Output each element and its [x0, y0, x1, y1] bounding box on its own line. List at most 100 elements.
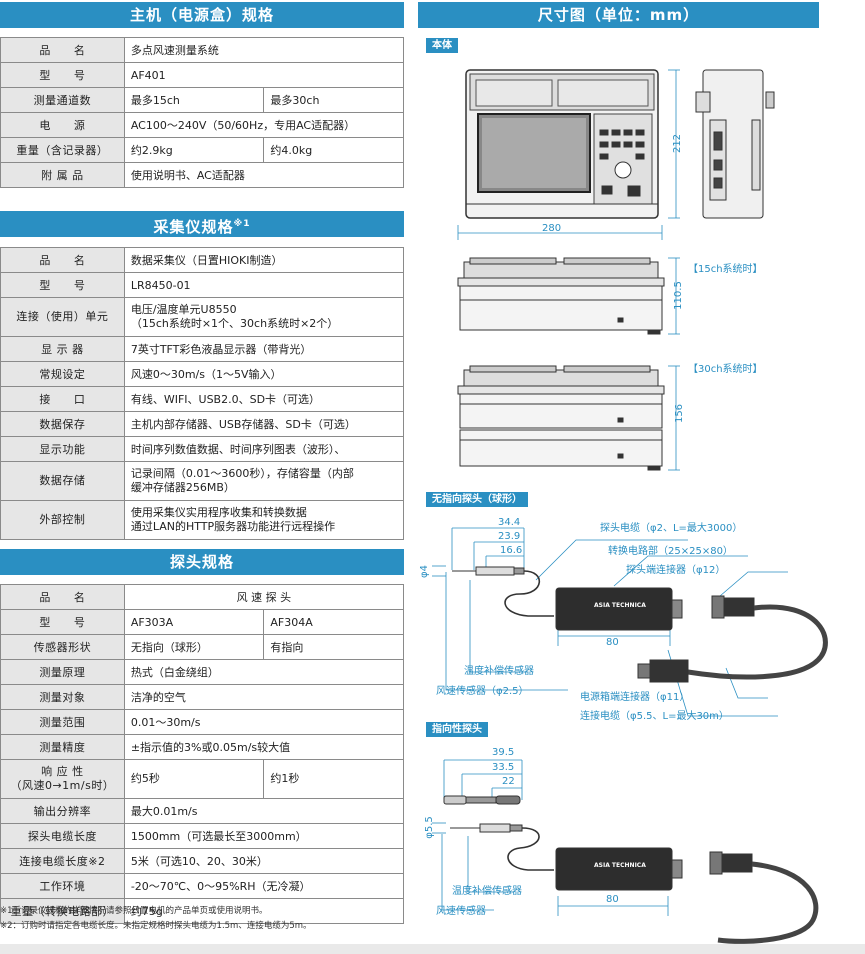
row-value: 有线、WIFI、USB2.0、SD卡（可选）: [123, 386, 405, 412]
row-value: AF303A: [123, 609, 265, 635]
h30-dimension-lines: [668, 365, 680, 471]
row-label: 测量范围: [0, 709, 125, 735]
row-label: 数据存储: [0, 461, 125, 501]
table-row: 测量精度±指示值的3%或0.05m/s较大值: [0, 734, 405, 760]
row-label: 测量原理: [0, 659, 125, 685]
dir-dim-2: 33.5: [492, 762, 515, 773]
row-value: 5米（可选10、20、30米）: [123, 848, 405, 874]
row-value: 0.01～30m/s: [123, 709, 405, 735]
row-label: 显 示 器: [0, 336, 125, 362]
row-value: 风速0～30m/s（1～5V输入）: [123, 361, 405, 387]
row-label: 连接电缆长度※2: [0, 848, 125, 874]
table-row: 输出分辨率最大0.01m/s: [0, 798, 405, 824]
row-label: 测量精度: [0, 734, 125, 760]
body-width-label: 280: [542, 223, 562, 234]
row-label: 测量对象: [0, 684, 125, 710]
table-row: 响 应 性 （风速0→1m/s时）约5秒约1秒: [0, 759, 404, 799]
dir-phi: φ5.5: [423, 816, 435, 839]
body-dimension-lines: [457, 69, 680, 240]
dimension-title: 尺寸图（单位：mm）: [418, 2, 819, 28]
row-value: AF304A: [263, 609, 404, 635]
row-label: 响 应 性 （风速0→1m/s时）: [0, 759, 125, 799]
row-value: 热式（白金绕组）: [123, 659, 405, 685]
row-label: 外部控制: [0, 500, 125, 540]
probe-header: 探头规格: [0, 549, 404, 575]
logger-title-note: ※1: [233, 219, 251, 229]
row-label: 型 号: [0, 272, 125, 298]
row-label: 探头电缆长度: [0, 823, 125, 849]
table-row: 显示功能时间序列数值数据、时间序列图表（波形）、: [0, 436, 405, 462]
omni-dim-3: 16.6: [500, 545, 523, 556]
dimension-drawings: [432, 69, 828, 944]
row-label: 接 口: [0, 386, 125, 412]
table-row: 数据保存主机内部存储器、USB存储器、SD卡（可选）: [0, 411, 405, 437]
row-value: 记录间隔（0.01～3600秒），存储容量（内部 缓冲存储器256MB）: [123, 461, 405, 501]
ann-box-connector: 电源箱端连接器（φ11）: [580, 692, 690, 703]
row-value: 多点风速测量系统: [123, 37, 405, 63]
table-row: 品 名风 速 探 头: [0, 584, 405, 610]
footnote-2: ※2：订购时请指定各电缆长度。未指定规格时探头电缆为1.5m、连接电缆为5m。: [0, 921, 312, 931]
row-value: 洁净的空气: [123, 684, 405, 710]
dir-length: 80: [606, 894, 619, 905]
row-label: 电 源: [0, 112, 125, 138]
row-label: 数据保存: [0, 411, 125, 437]
row-label: 品 名: [0, 37, 125, 63]
table-row: 外部控制使用采集仪实用程序收集和转换数据 通过LAN的HTTP服务器功能进行远程…: [0, 500, 405, 540]
row-value: 有指向: [263, 634, 404, 660]
table-row: 品 名数据采集仪（日置HIOKI制造）: [0, 247, 405, 273]
table-row: 测量原理热式（白金绕组）: [0, 659, 405, 685]
row-value: 使用采集仪实用程序收集和转换数据 通过LAN的HTTP服务器功能进行远程操作: [123, 500, 405, 540]
row-value: 1500mm（可选最长至3000mm）: [123, 823, 405, 849]
row-value: 最多30ch: [263, 87, 404, 113]
row-value: 7英寸TFT彩色液晶显示器（带背光）: [123, 336, 405, 362]
row-label: 附 属 品: [0, 162, 125, 188]
row-label: 显示功能: [0, 436, 125, 462]
row-value: 无指向（球形）: [123, 634, 265, 660]
ann-probe-connector: 探头端连接器（φ12）: [626, 565, 726, 576]
ann-temp-sensor: 温度补偿传感器: [464, 666, 534, 677]
row-label: 传感器形状: [0, 634, 125, 660]
row-value: AC100～240V（50/60Hz，专用AC适配器）: [123, 112, 405, 138]
row-value: 时间序列数值数据、时间序列图表（波形）、: [123, 436, 405, 462]
row-value: AF401: [123, 62, 405, 88]
row-label: 品 名: [0, 584, 125, 610]
table-row: 接 口有线、WIFI、USB2.0、SD卡（可选）: [0, 386, 405, 412]
row-value: 风 速 探 头: [123, 584, 405, 610]
dir-ann-temp-sensor: 温度补偿传感器: [452, 886, 522, 897]
row-value: 电压/温度单元U8550 （15ch系统时×1个、30ch系统时×2个）: [123, 297, 405, 337]
omni-phi: φ4: [418, 565, 430, 578]
row-label: 品 名: [0, 247, 125, 273]
ann-wind-sensor: 风速传感器（φ2.5）: [436, 686, 529, 697]
logger-side-view: [695, 69, 775, 219]
table-row: 数据存储记录间隔（0.01～3600秒），存储容量（内部 缓冲存储器256MB）: [0, 461, 405, 501]
row-label: 重量（转换电路部）: [0, 898, 125, 924]
h15-system-label: 【15ch系统时】: [688, 264, 763, 275]
row-value: ±指示值的3%或0.05m/s较大值: [123, 734, 405, 760]
omni-probe-drawing: [432, 527, 828, 717]
row-label: 常规设定: [0, 361, 125, 387]
footnote-1: ※1：记录仪规格的详细情况请参照日置电机的产品单页或使用说明书。: [0, 906, 268, 916]
row-value: 使用说明书、AC适配器: [123, 162, 405, 188]
dir-dim-3: 22: [502, 776, 515, 787]
main-unit-title: 主机（电源盒）规格: [0, 2, 404, 28]
row-value: 主机内部存储器、USB存储器、SD卡（可选）: [123, 411, 405, 437]
row-value: 约75g: [123, 898, 405, 924]
omni-dim-1: 34.4: [498, 517, 521, 528]
row-value: 约1秒: [263, 759, 404, 799]
logger-header: 采集仪规格※1: [0, 211, 404, 237]
directional-probe-tag: 指向性探头: [426, 722, 488, 737]
row-label: 测量通道数: [0, 87, 125, 113]
ann-converter: 转换电路部（25×25×80）: [608, 546, 733, 557]
table-row: 工作环境-20～70℃、0～95%RH（无冷凝）: [0, 873, 405, 899]
table-row: 附 属 品使用说明书、AC适配器: [0, 162, 405, 188]
table-row: 连接（使用）单元电压/温度单元U8550 （15ch系统时×1个、30ch系统时…: [0, 297, 405, 337]
